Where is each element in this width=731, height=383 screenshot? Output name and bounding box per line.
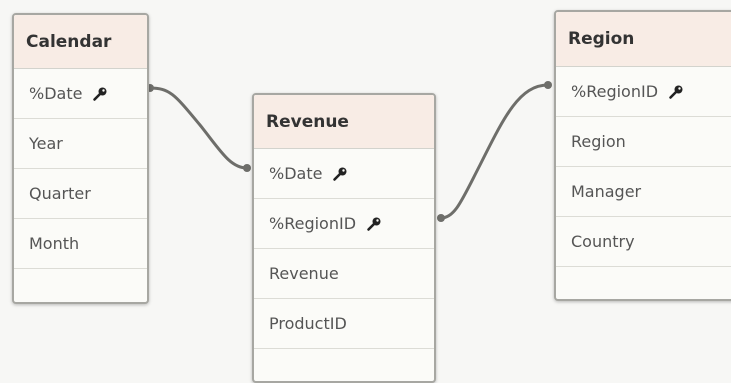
field-region[interactable]: Region [556,117,731,167]
field-productid[interactable]: ProductID [254,299,434,349]
field-revenue[interactable]: Revenue [254,249,434,299]
table-region[interactable]: Region %RegionID Region Manager Country [554,10,731,301]
field-empty-row [556,267,731,299]
field-label: Quarter [29,184,91,203]
field-country[interactable]: Country [556,217,731,267]
link-endpoint-dot [544,81,552,89]
field-date[interactable]: %Date [254,149,434,199]
field-label: Revenue [269,264,339,283]
field-label: Manager [571,182,642,201]
key-icon [366,216,382,232]
field-quarter[interactable]: Quarter [14,169,147,219]
table-revenue[interactable]: Revenue %Date %RegionID Revenue ProductI… [252,93,436,383]
field-label: %Date [29,84,83,103]
field-label: ProductID [269,314,347,333]
field-label: %RegionID [269,214,357,233]
link-revenue-regionid-to-region-regionid [439,83,550,220]
field-label: Month [29,234,80,253]
field-label: Year [29,134,63,153]
field-empty-row [254,349,434,381]
field-label: %RegionID [571,82,659,101]
field-label: Country [571,232,635,251]
field-empty-row [14,269,147,302]
field-regionid[interactable]: %RegionID [556,67,731,117]
table-header: Region [556,12,731,67]
table-header: Revenue [254,95,434,149]
link-endpoint-dot [437,214,445,222]
field-date[interactable]: %Date [14,69,147,119]
field-year[interactable]: Year [14,119,147,169]
table-header: Calendar [14,15,147,69]
field-label: %Date [269,164,323,183]
table-calendar[interactable]: Calendar %Date Year Quarter Month [12,13,149,304]
field-label: Region [571,132,626,151]
field-manager[interactable]: Manager [556,167,731,217]
field-month[interactable]: Month [14,219,147,269]
link-endpoint-dot [243,164,251,172]
link-calendar-date-to-revenue-date [148,86,249,170]
field-regionid[interactable]: %RegionID [254,199,434,249]
key-icon [92,86,108,102]
key-icon [332,166,348,182]
key-icon [668,84,684,100]
